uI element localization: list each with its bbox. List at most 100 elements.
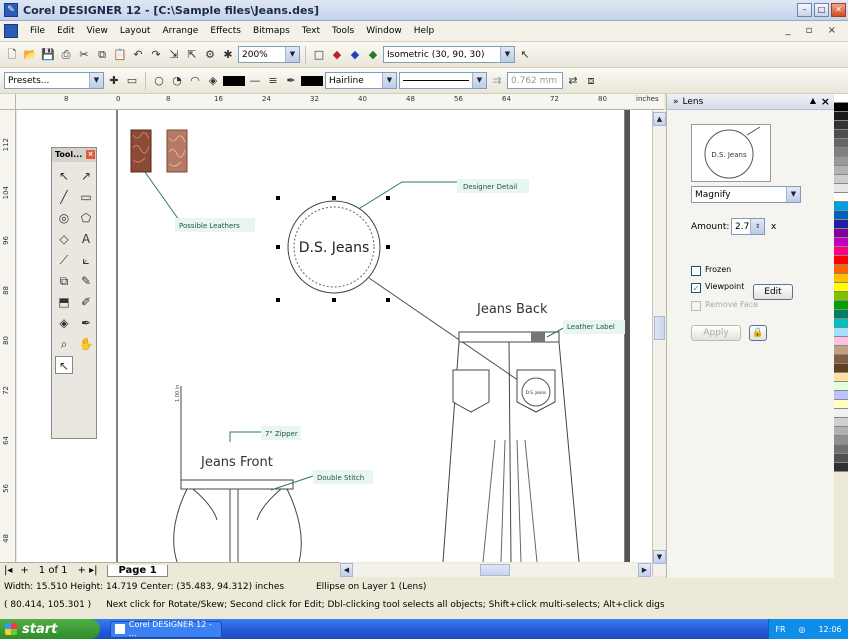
palette-swatch[interactable] (834, 94, 848, 103)
menu-view[interactable]: View (86, 26, 108, 36)
new-icon[interactable]: 🗋 (7, 47, 17, 61)
palette-swatch[interactable] (834, 382, 848, 391)
save-icon[interactable]: 💾 (41, 47, 55, 61)
palette-swatch[interactable] (834, 211, 848, 220)
edit-button[interactable]: Edit (753, 284, 793, 300)
arc-icon[interactable]: ◠ (190, 73, 200, 87)
label-jeans-front[interactable]: Jeans Front (200, 455, 273, 470)
zoom-level-combo[interactable]: 200% ▼ (238, 46, 300, 63)
spinner-icon[interactable]: ⇕ (750, 219, 764, 234)
paste-icon[interactable]: 📋 (113, 47, 127, 61)
selection-handle[interactable] (386, 245, 390, 249)
print-icon[interactable]: ⎙ (61, 47, 71, 61)
jeans-front-outline[interactable] (173, 488, 302, 562)
remove-face-checkbox[interactable] (691, 301, 701, 311)
tab-page-1[interactable]: Page 1 (107, 564, 168, 577)
palette-swatch[interactable] (834, 445, 848, 454)
projection-combo[interactable]: Isometric (30, 90, 30) ▼ (383, 46, 515, 63)
minimize-button[interactable]: – (797, 3, 812, 17)
palette-swatch[interactable] (834, 274, 848, 283)
selection-handle[interactable] (332, 196, 336, 200)
convert-icon[interactable]: ⇄ (568, 73, 578, 87)
palette-swatch[interactable] (834, 139, 848, 148)
scroll-down-icon[interactable]: ▼ (653, 550, 666, 564)
copy-icon[interactable]: ⧉ (98, 47, 106, 61)
horizontal-scrollbar[interactable]: ◀ ▶ (340, 563, 652, 577)
selection-handle[interactable] (386, 196, 390, 200)
docker-collapse-icon[interactable]: ▲ (809, 96, 816, 105)
label-jeans-back[interactable]: Jeans Back (476, 302, 548, 317)
next-page-icon[interactable]: + ▸| (77, 565, 98, 576)
projection-tool-icon[interactable]: ↖ (520, 47, 530, 61)
toolbox-header[interactable]: Tool... × (52, 148, 96, 162)
basic-shapes-tool-icon[interactable]: ◇ (59, 232, 69, 246)
palette-swatch[interactable] (834, 364, 848, 373)
line-style-combo[interactable]: ▼ (399, 72, 487, 89)
first-page-icon[interactable]: |◂ (4, 565, 13, 576)
leather-label-patch[interactable] (531, 332, 545, 342)
viewpoint-checkbox[interactable]: ✓ (691, 283, 701, 293)
label-double-stitch[interactable]: Double Stitch (317, 474, 364, 482)
close-button[interactable]: ✕ (831, 3, 846, 17)
toolbox-close-icon[interactable]: × (86, 150, 95, 159)
outline-tool-icon[interactable]: ✒ (80, 316, 92, 330)
selection-handle[interactable] (276, 196, 280, 200)
cube-blue-icon[interactable]: ◆ (350, 47, 360, 61)
vertical-ruler[interactable]: 112 104 96 88 80 72 64 56 48 (0, 110, 16, 562)
selection-handle[interactable] (276, 245, 280, 249)
fill-color-swatch[interactable] (223, 75, 245, 86)
page-icon[interactable]: □ (313, 47, 325, 61)
apply-button[interactable]: Apply (691, 325, 741, 341)
palette-swatch[interactable] (834, 229, 848, 238)
presets-combo[interactable]: Presets... ▼ (4, 72, 104, 89)
palette-swatch[interactable] (834, 193, 848, 202)
amount-field[interactable]: 2.7 ⇕ (731, 218, 765, 235)
menu-window[interactable]: Window (366, 26, 402, 36)
zoom-tool-icon[interactable]: ⌕ (60, 337, 68, 351)
palette-swatch[interactable] (834, 418, 848, 427)
chevron-down-icon[interactable]: ▼ (472, 73, 486, 88)
menu-tools[interactable]: Tools (332, 26, 355, 36)
label-possible-leathers[interactable]: Possible Leathers (179, 222, 240, 230)
drawing-svg[interactable]: Possible Leathers Designer Detail D.S. J… (17, 110, 652, 562)
palette-swatch[interactable] (834, 328, 848, 337)
menu-effects[interactable]: Effects (210, 26, 241, 36)
drawing-canvas[interactable]: Possible Leathers Designer Detail D.S. J… (17, 110, 652, 562)
import-icon[interactable]: ⇲ (169, 47, 179, 61)
line-tool-icon[interactable]: ╱ (60, 190, 68, 204)
palette-swatch[interactable] (834, 301, 848, 310)
hscroll-thumb[interactable] (480, 564, 510, 576)
lens-type-combo[interactable]: Magnify ▼ (691, 186, 801, 203)
palette-swatch[interactable] (834, 292, 848, 301)
document-icon[interactable] (4, 24, 18, 38)
palette-swatch[interactable] (834, 265, 848, 274)
menu-file[interactable]: File (30, 26, 46, 36)
text-tool-icon[interactable]: A (81, 232, 91, 246)
open-icon[interactable]: 📂 (23, 47, 37, 61)
mdi-window-controls[interactable]: _ ▫ × (785, 25, 842, 36)
docker-expand-icon[interactable]: » (673, 96, 679, 107)
wrap-icon[interactable]: ⧈ (587, 73, 595, 87)
eyedropper-tool-icon[interactable]: ✐ (80, 295, 92, 309)
chevron-down-icon[interactable]: ▼ (500, 47, 514, 62)
menu-help[interactable]: Help (413, 26, 435, 36)
remove-preset-icon[interactable]: ▭ (126, 73, 138, 87)
frozen-checkbox[interactable] (691, 266, 701, 276)
selection-handle[interactable] (332, 298, 336, 302)
lens-circle[interactable] (287, 200, 381, 294)
polygon-tool-icon[interactable]: ⬠ (80, 211, 92, 225)
outline-width-field[interactable]: 0.762 mm (507, 72, 563, 89)
corel-online-icon[interactable]: ✱ (223, 47, 233, 61)
palette-swatch[interactable] (834, 283, 848, 292)
shape-tool-icon[interactable]: ↗ (80, 169, 92, 183)
add-page-icon[interactable]: + (20, 565, 29, 576)
pointer-tool-icon[interactable]: ↖ (55, 356, 73, 374)
connector-tool-icon[interactable]: ⟀ (82, 253, 90, 267)
palette-swatch[interactable] (834, 220, 848, 229)
cut-icon[interactable]: ✂ (79, 47, 89, 61)
palette-swatch[interactable] (834, 103, 848, 112)
maximize-button[interactable]: □ (814, 3, 829, 17)
export-icon[interactable]: ⇱ (187, 47, 197, 61)
palette-swatch[interactable] (834, 391, 848, 400)
palette-swatch[interactable] (834, 373, 848, 382)
